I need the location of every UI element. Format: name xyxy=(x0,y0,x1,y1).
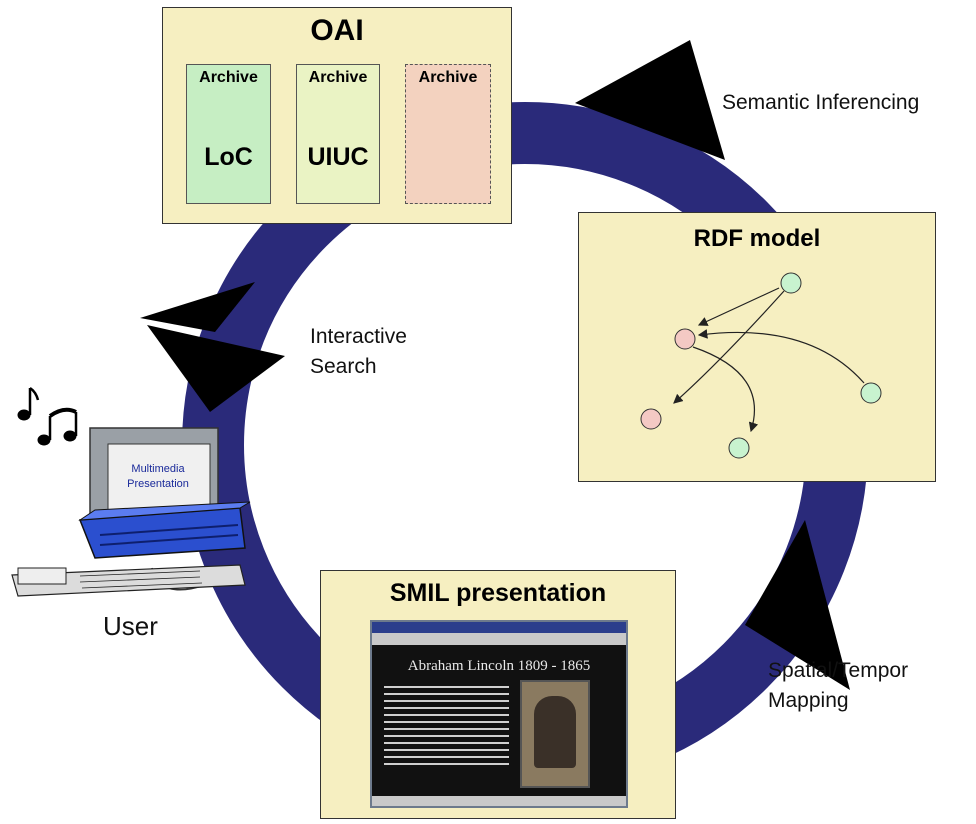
rdf-graph xyxy=(640,272,882,459)
archive-uiuc[interactable]: Archive UIUC xyxy=(296,64,380,204)
archive-name: UIUC xyxy=(307,143,369,171)
oai-box: OAI Archive LoC Archive UIUC Archive xyxy=(162,7,512,224)
interactive-search-arrow-icon xyxy=(147,325,285,412)
monitor-line-2: Presentation xyxy=(127,477,189,490)
semantic-inferencing-arrow-icon xyxy=(575,40,725,160)
rdf-model-title: RDF model xyxy=(693,225,821,252)
semantic-inferencing-label: Semantic Inferencing xyxy=(722,91,920,114)
archive-label: Archive xyxy=(308,69,368,86)
window-toolbar xyxy=(372,633,626,645)
spatial-mapping-label: Spatial/Tempor Mapping xyxy=(768,656,908,717)
rdf-node xyxy=(860,382,882,404)
window-statusbar xyxy=(372,796,626,806)
spatial-mapping-arrow-icon xyxy=(745,520,850,690)
archive-label: Archive xyxy=(418,69,478,86)
interactive-search-line-1: Interactive xyxy=(310,325,407,348)
monitor-screen-text: Multimedia Presentation xyxy=(112,462,204,492)
rdf-node xyxy=(674,328,696,350)
rdf-edge xyxy=(692,346,759,433)
rdf-node xyxy=(640,408,662,430)
screen-text-lines xyxy=(384,686,509,770)
monitor-line-1: Multimedia xyxy=(131,463,185,475)
archive-label: Archive xyxy=(199,69,258,86)
interactive-search-label: Interactive Search xyxy=(310,322,407,383)
smil-presentation-title: SMIL presentation xyxy=(389,579,607,607)
screen-heading: Abraham Lincoln 1809 - 1865 xyxy=(407,658,591,674)
computer-icon xyxy=(11,427,251,597)
smil-screenshot: Abraham Lincoln 1809 - 1865 xyxy=(370,620,628,808)
interactive-search-arrow-top-icon xyxy=(140,282,255,332)
rdf-edge xyxy=(697,287,780,326)
archive-loc[interactable]: Archive LoC xyxy=(186,64,271,204)
user-label: User xyxy=(103,611,158,641)
oai-title: OAI xyxy=(310,14,364,47)
music-notes-icon xyxy=(17,386,78,446)
rdf-node xyxy=(728,437,750,459)
window-titlebar xyxy=(372,622,626,633)
rdf-model-box: RDF model xyxy=(578,212,936,482)
interactive-search-line-2: Search xyxy=(310,355,377,379)
spatial-mapping-line-1: Spatial/Tempor xyxy=(768,659,909,682)
rdf-edge xyxy=(697,329,865,384)
portrait-image xyxy=(520,680,590,788)
spatial-mapping-line-2: Mapping xyxy=(768,689,849,713)
rdf-node xyxy=(780,272,802,294)
archive-name: LoC xyxy=(204,143,253,171)
archive-placeholder[interactable]: Archive xyxy=(405,64,491,204)
rdf-edge xyxy=(673,290,785,404)
